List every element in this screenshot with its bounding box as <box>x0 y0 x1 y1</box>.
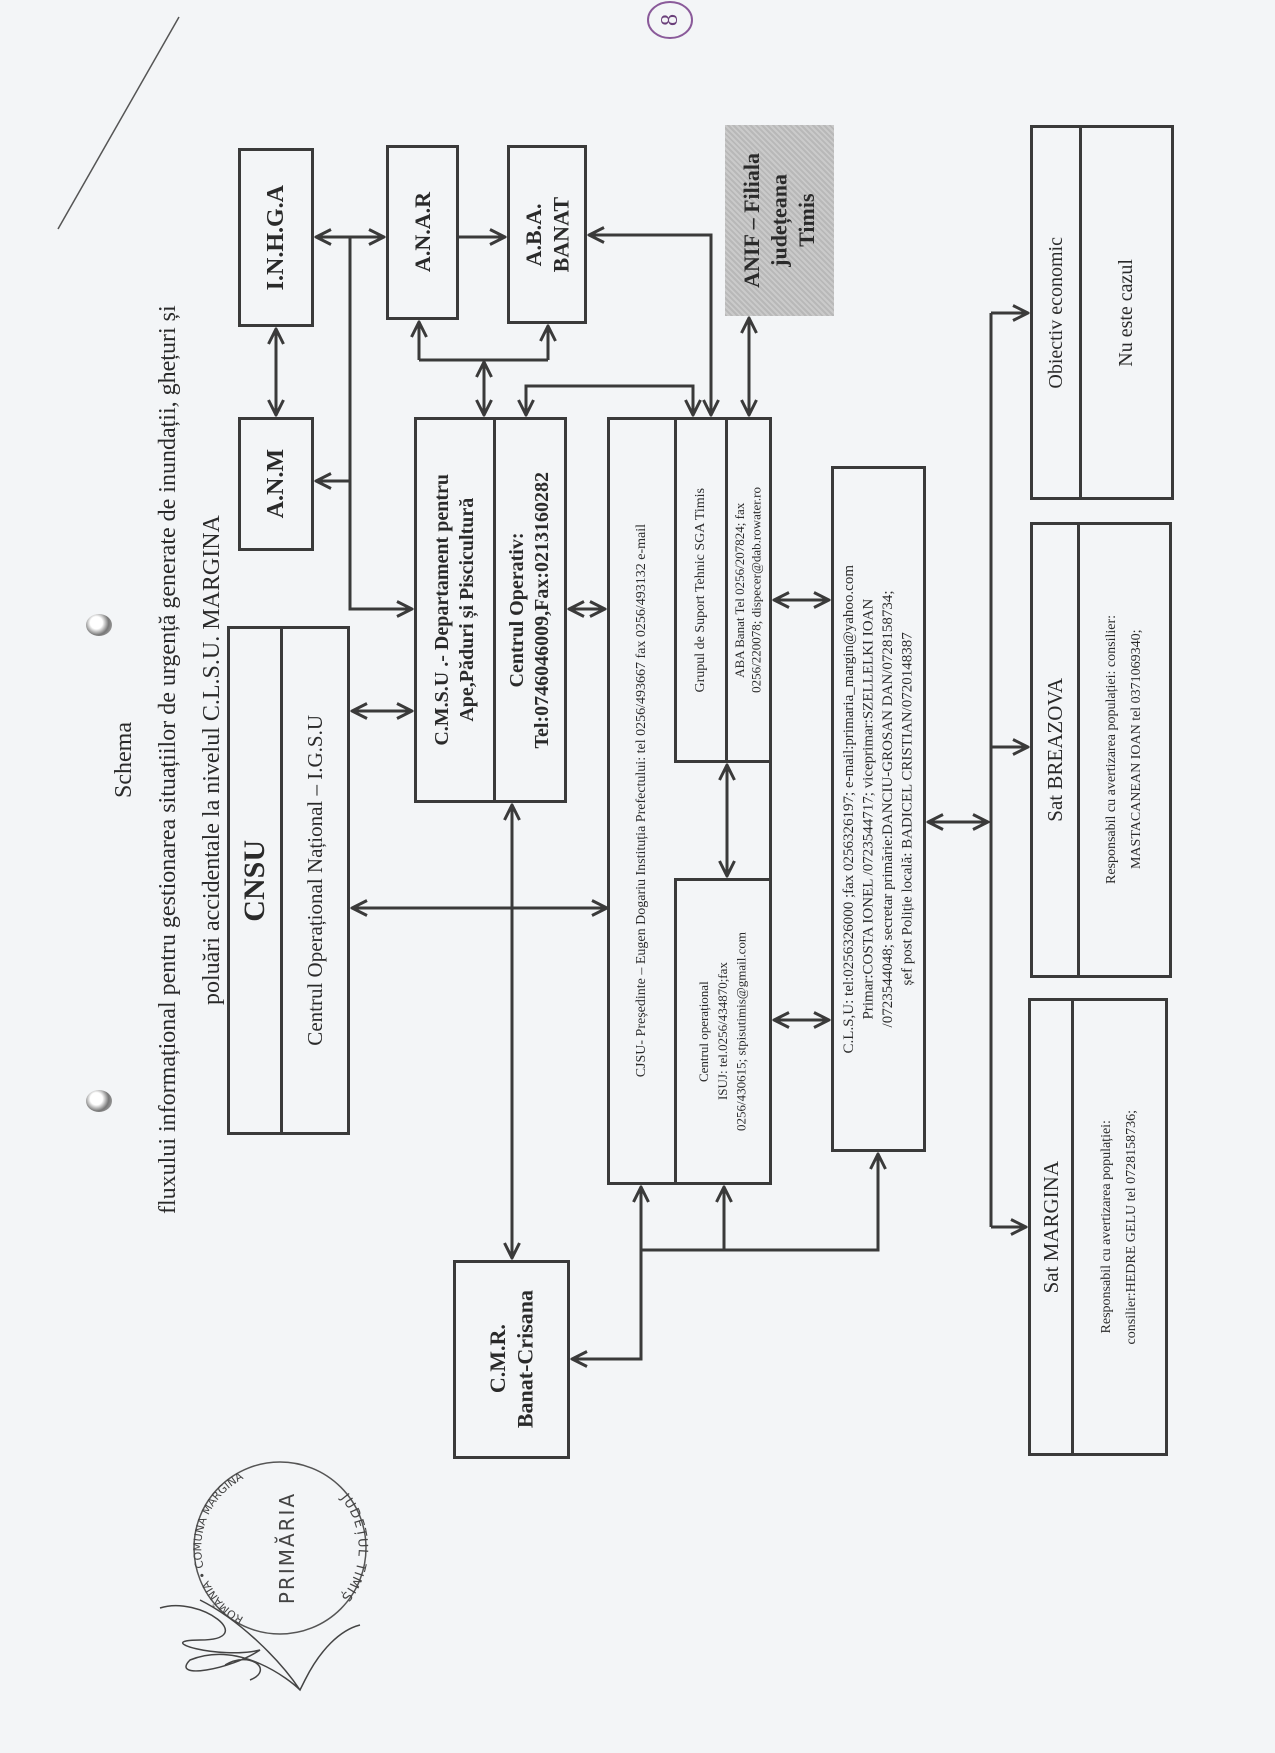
box-obiectiv-economic: Obiectiv economic Nu este cazul <box>1030 125 1174 500</box>
connector-to-clsu <box>641 1154 878 1252</box>
box-cmsu: C.M.S.U .- Departament pentru Ape,Păduri… <box>414 417 567 803</box>
box-anif: ANIF – Filiala județeana Timis <box>725 125 834 316</box>
punch-hole <box>86 1090 112 1112</box>
page-number-circle <box>647 1 693 39</box>
box-cmr: C.M.R. Banat-Crisana <box>453 1260 570 1459</box>
box-anar: A.N.A.R <box>386 145 459 320</box>
signature <box>159 1599 361 1692</box>
connector-cmr-cjsu <box>572 1187 641 1359</box>
punch-hole <box>86 614 112 636</box>
box-centrul-operational-isuj: Centrul operațional ISUJ: tel.0256/43487… <box>674 878 772 1185</box>
connector-bus-cmsu <box>348 237 412 609</box>
svg-text:ROMÂNIA • COMUNA MARGINA: ROMÂNIA • COMUNA MARGINA <box>191 1470 246 1627</box>
box-aba-banat: A.B.A. BANAT <box>507 145 587 324</box>
box-clsu: C.L.S,U: tel:0256326000 ;fax 0256326197;… <box>831 466 926 1152</box>
box-anm: A.N.M <box>238 417 314 551</box>
svg-text:JUDEȚUL TIMIȘ: JUDEȚUL TIMIȘ <box>337 1490 370 1604</box>
box-grupul-suport-tehnic: Grupul de Suport Tehnic SGA Timis ABA Ba… <box>674 417 772 763</box>
stamp-ring-bottom-text: JUDEȚUL TIMIȘ <box>337 1490 369 1604</box>
box-inhga: I.N.H.G.A <box>238 148 314 327</box>
stamp-center-text: PRIMĂRIA <box>275 1492 299 1604</box>
box-sat-breazova: Sat BREAZOVA Responsabil cu avertizarea … <box>1030 522 1172 978</box>
box-sat-margina: Sat MARGINA Responsabil cu avertizarea p… <box>1028 998 1168 1456</box>
diagonal-pen-line <box>57 16 180 230</box>
stamp-ring-text: ROMÂNIA • COMUNA MARGINA <box>191 1470 246 1627</box>
official-stamp: ROMÂNIA • COMUNA MARGINA JUDEȚUL TIMIȘ P… <box>191 1461 370 1635</box>
connector-grupul-aba <box>589 235 711 415</box>
box-cnsu: CNSU Centrul Operațional Național – I.G.… <box>227 626 350 1135</box>
